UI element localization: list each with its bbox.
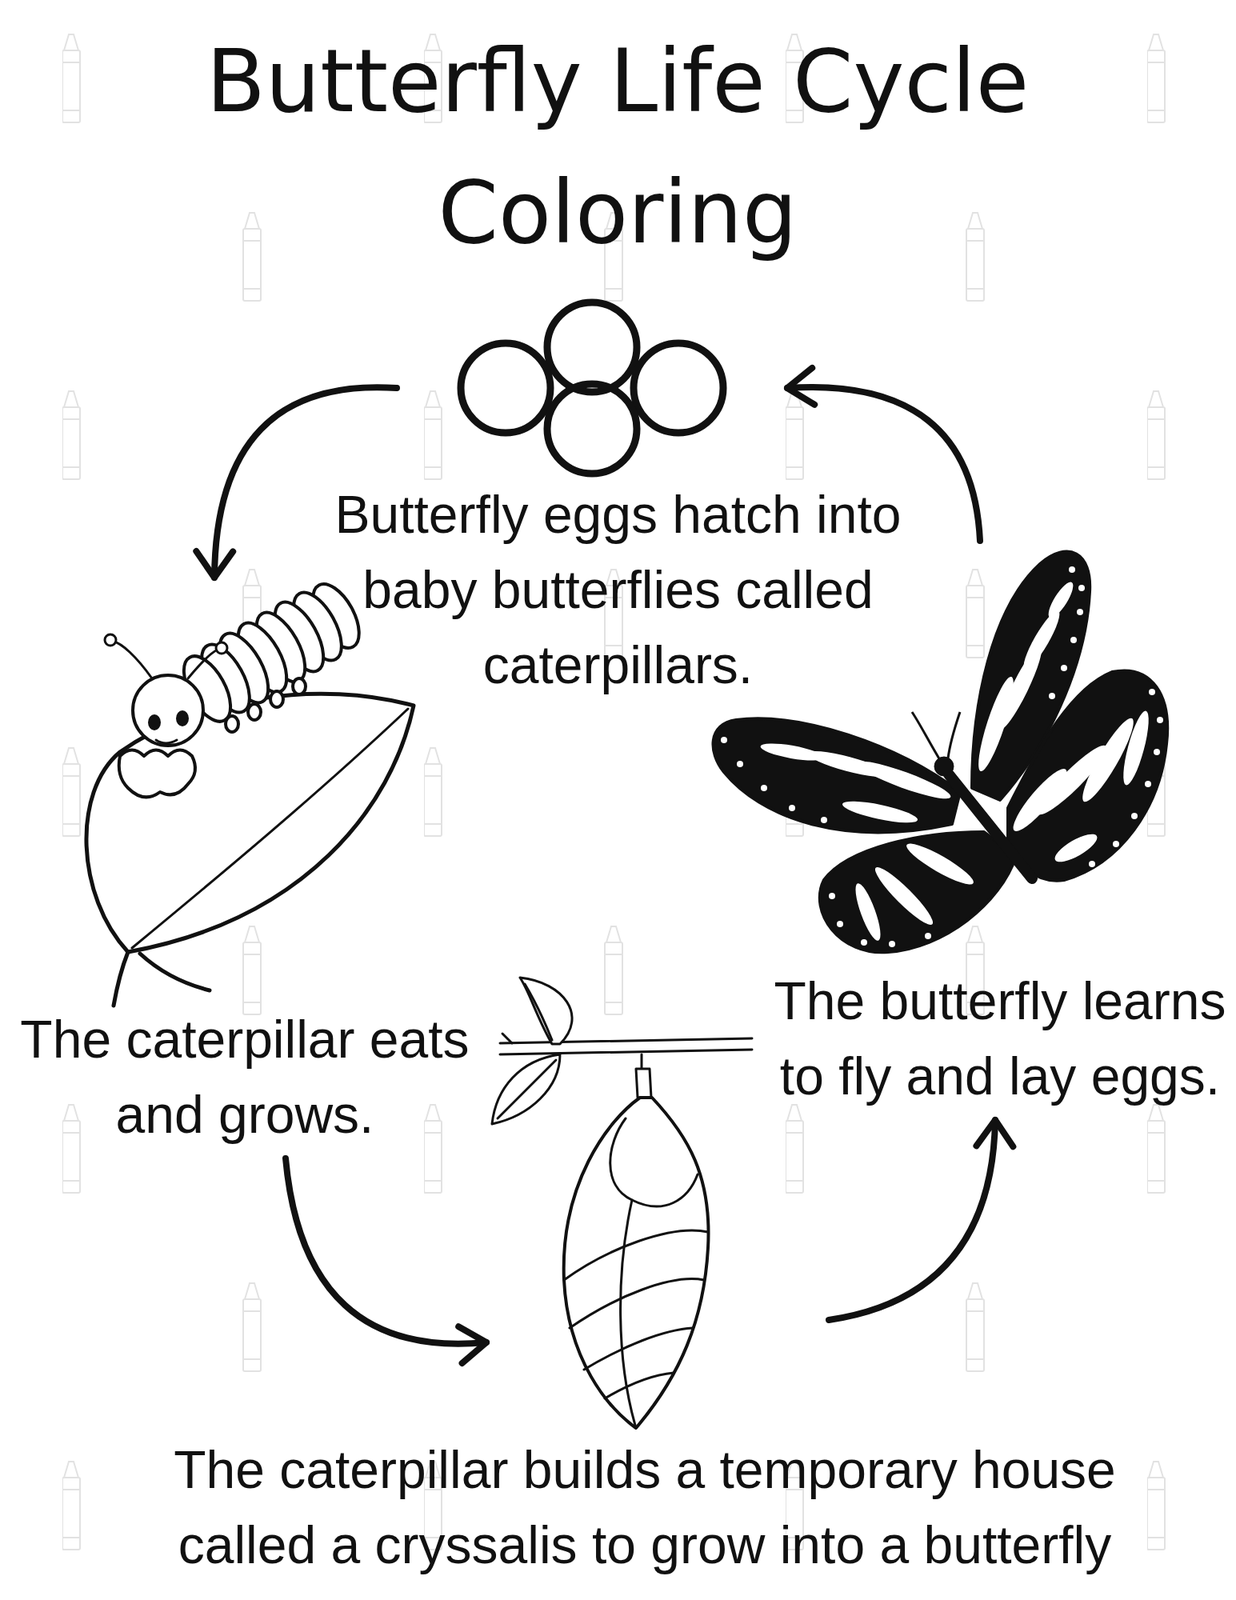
- arrow-head: [458, 1326, 487, 1364]
- page-title: Butterfly Life Cycle Coloring: [57, 16, 1178, 279]
- stage-node: The butterfly learns to fly and lay eggs…: [708, 544, 1236, 1117]
- stage-caption: The caterpillar builds a temporary house…: [164, 1432, 1125, 1583]
- stage-caption: The butterfly learns to fly and lay eggs…: [764, 963, 1236, 1114]
- arrow-curve: [285, 1158, 487, 1344]
- arrow-curve: [828, 1120, 996, 1320]
- cycle-arrow: [196, 387, 397, 578]
- stage-node: The caterpillar builds a temporary house…: [489, 969, 826, 1431]
- arrow-curve: [214, 387, 397, 578]
- chrysalis-on-branch: [492, 977, 752, 1428]
- stage-node: Butterfly eggs hatch into baby butterfli…: [400, 297, 784, 476]
- stage-caption: The caterpillar eats and grows.: [12, 1001, 477, 1152]
- arrow-head: [787, 368, 815, 405]
- arrow-head: [196, 551, 233, 578]
- egg-cluster: [460, 302, 724, 474]
- stage-node: The caterpillar eats and grows.: [11, 580, 479, 1156]
- caterpillar-on-leaf: [86, 576, 414, 1006]
- cycle-arrow: [828, 1120, 1013, 1320]
- cycle-arrow: [285, 1158, 487, 1364]
- stage-caption: Butterfly eggs hatch into baby butterfli…: [312, 476, 924, 703]
- arrow-head: [976, 1120, 1013, 1147]
